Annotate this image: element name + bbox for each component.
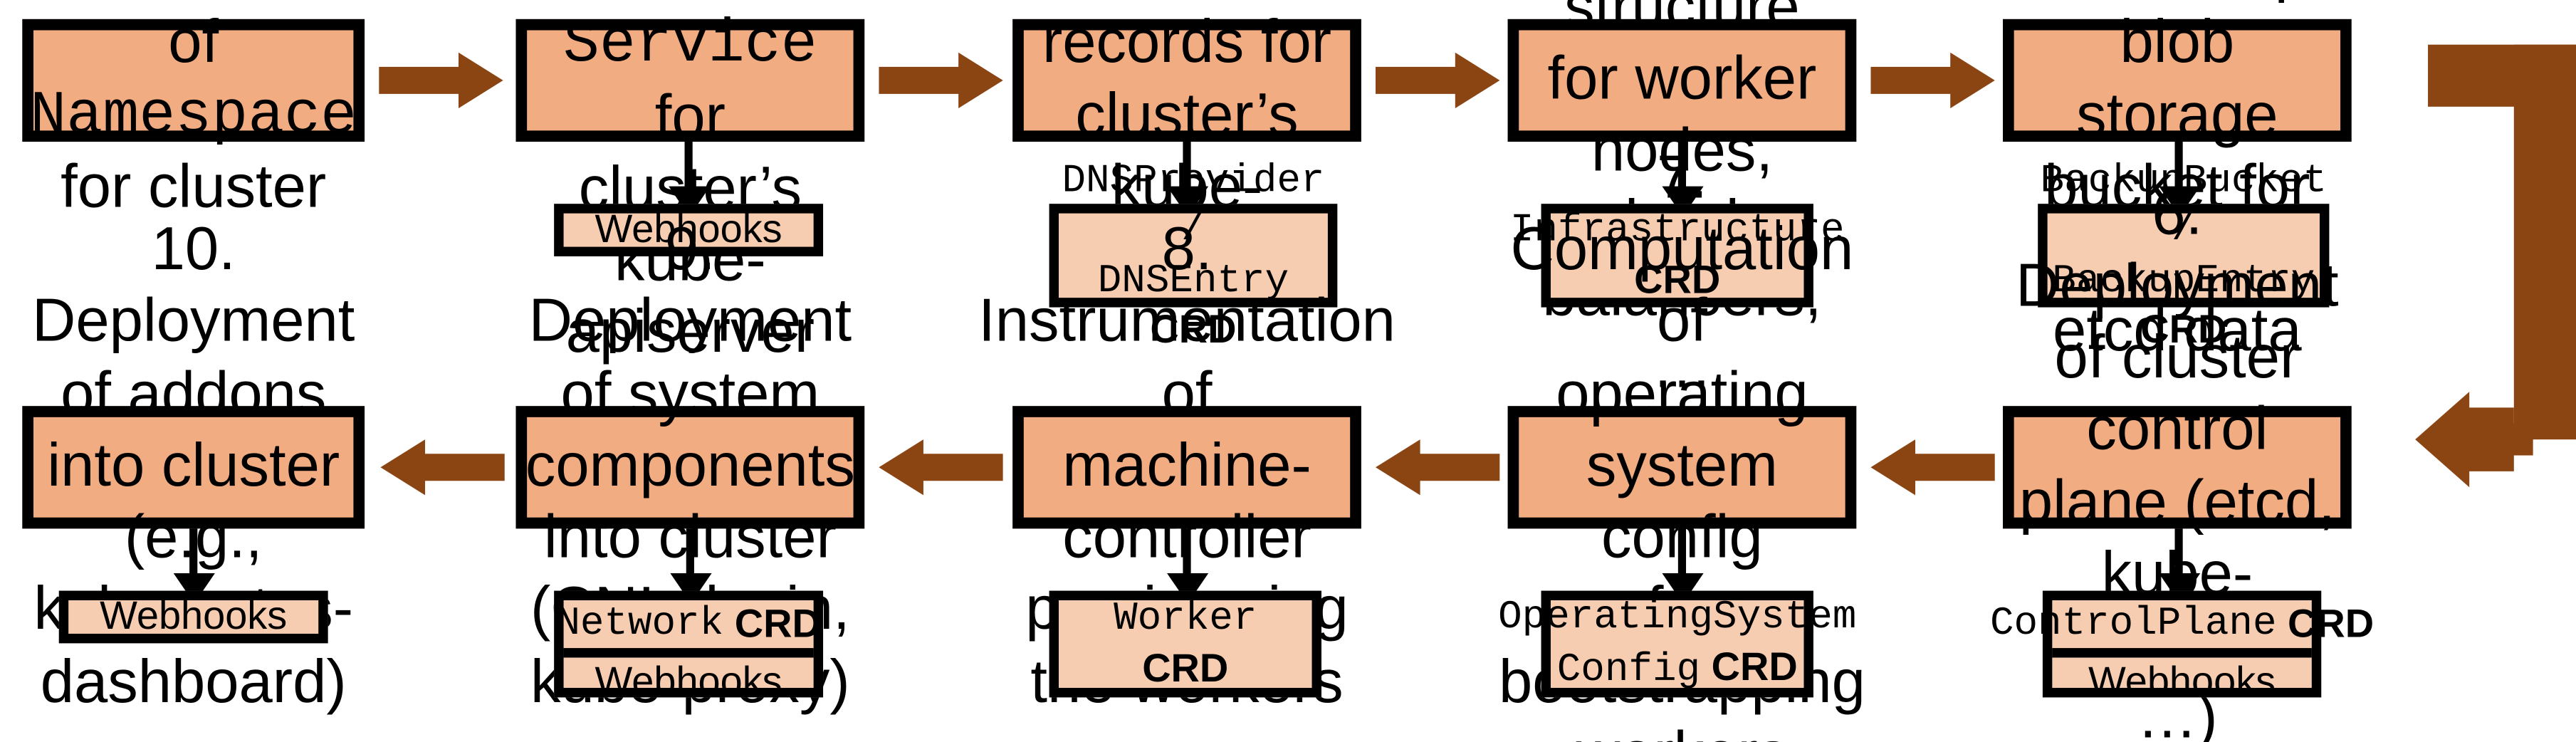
connector-step2-webhooks	[684, 142, 693, 194]
step-6-line-1: 6. Deployment of cluster	[2016, 181, 2339, 392]
step-box-5[interactable]: 5. Preparation of backup blob storage bu…	[2003, 0, 2352, 365]
connector-step9-network-crd	[686, 528, 694, 582]
step-1-line-3: for cluster	[61, 154, 327, 221]
backup-crd-suffix: CRD	[2140, 307, 2227, 352]
dns-crd-line-1: DNSProvider /	[1062, 157, 1325, 252]
artifact-backup-crd[interactable]: BackupBucket / BackupEntry CRD	[2038, 157, 2330, 352]
arrow-step9-to-step10	[380, 439, 505, 496]
backup-crd-line-1: BackupBucket /	[2040, 157, 2328, 252]
artifact-osc-crd[interactable]: OperatingSystem Config CRD	[1498, 590, 1856, 698]
connector-step4-infrastructure-crd	[1677, 142, 1687, 194]
arrow-step4-to-step5	[1870, 52, 1995, 109]
arrow-step2-to-step3	[879, 52, 1003, 109]
network-crd-cell[interactable]: Network CRD	[556, 600, 821, 648]
artifact-webhooks-step2[interactable]: Webhooks	[554, 204, 824, 257]
step-8-line-1: 8. Instrumentation of	[978, 216, 1396, 428]
step-2-line-2-post: for	[654, 83, 726, 151]
infrastructure-crd-suffix: CRD	[1634, 257, 1721, 302]
step-1-line-2: Namespace	[30, 82, 357, 151]
arrow-step3-to-step4	[1375, 52, 1500, 109]
controlplane-crd-cell[interactable]: ControlPlane CRD	[1990, 600, 2374, 648]
connector-step8-worker-crd	[1183, 528, 1191, 582]
step-10-line-2: into cluster (e.g.,	[47, 432, 340, 572]
dns-crd-line-2: DNSEntry CRD	[1062, 254, 1324, 355]
artifact-dns-crd[interactable]: DNSProvider / DNSEntry CRD	[1049, 157, 1338, 352]
connector-step3-dns-crd	[1183, 142, 1191, 194]
step-10-line-1: 10. Deployment of addons	[32, 216, 355, 428]
artifact-stack-step6[interactable]: ControlPlane CRD Webhooks	[1990, 590, 2374, 704]
artifact-infrastructure-crd[interactable]: Infrastructure CRD	[1510, 204, 1845, 308]
artifact-worker-crd[interactable]: Worker CRD	[1049, 590, 1321, 698]
arrow-step6-to-step7	[1870, 439, 1995, 496]
network-crd-suffix: CRD	[734, 602, 821, 647]
step-box-8[interactable]: 8. Instrumentation of machine-controller…	[978, 217, 1396, 716]
step-box-2[interactable]: 2. Creation of load balancer Service for…	[515, 0, 865, 367]
controlplane-crd-name: ControlPlane	[1989, 600, 2277, 647]
backup-crd-line-2: BackupEntry CRD	[2041, 254, 2328, 355]
osc-crd-config-token: Config	[1556, 645, 1701, 692]
step-6-line-2: control plane (etcd,	[2019, 397, 2335, 536]
step-box-10[interactable]: 10. Deployment of addons into cluster (e…	[22, 217, 365, 716]
osc-crd-line-2: Config CRD	[1498, 642, 1856, 694]
connector-step7-osc-crd	[1677, 528, 1687, 582]
webhooks-label-2: Webhooks	[595, 207, 782, 252]
arrow-step5-to-step6-elbow	[2367, 44, 2576, 506]
webhooks-cell-step6[interactable]: Webhooks	[2052, 648, 2312, 705]
osc-crd-line-1: OperatingSystem	[1498, 594, 1857, 640]
artifact-webhooks-step10[interactable]: Webhooks	[58, 590, 328, 644]
arrow-step8-to-step9	[879, 439, 1003, 496]
webhooks-label-6: Webhooks	[2088, 659, 2276, 704]
step-box-9[interactable]: 9. Deployment of system components into …	[515, 217, 865, 716]
step-4-line-2: structure for worker	[1547, 0, 1817, 113]
worker-crd-suffix: CRD	[1142, 645, 1229, 691]
step-7-line-1: 7. Computation of	[1510, 145, 1854, 356]
worker-crd-name: Worker	[1114, 595, 1257, 642]
step-3-line-2: records for cluster’s	[1042, 10, 1332, 150]
step-1-line-1: 1. Creation of	[46, 0, 342, 77]
step-box-7[interactable]: 7. Computation of operating system confi…	[1499, 145, 1865, 742]
webhooks-cell-step9[interactable]: Webhooks	[563, 648, 814, 705]
step-box-4[interactable]: 4. Preparation of infra- structure for w…	[1507, 0, 1857, 401]
connector-step5-backup-crd	[2174, 142, 2183, 194]
backup-crd-entry-token: BackupEntry	[2052, 257, 2315, 303]
arrow-step7-to-step8	[1375, 439, 1500, 496]
connector-step6-controlplane-crd	[2174, 528, 2183, 582]
arrow-step1-to-step2	[379, 52, 503, 109]
controlplane-crd-suffix: CRD	[2288, 602, 2375, 647]
webhooks-label-10: Webhooks	[100, 594, 288, 639]
connector-step10-webhooks	[189, 528, 198, 582]
step-2-service-token: Service	[562, 11, 817, 80]
step-box-6[interactable]: 6. Deployment of cluster control plane (…	[2003, 181, 2352, 742]
artifact-stack-step9[interactable]: Network CRD Webhooks	[554, 590, 824, 704]
step-2-line-2: balancer Service for	[540, 0, 841, 154]
step-3-line-1: 3. Creation of DNS	[1037, 0, 1338, 9]
step-9-line-1: 9. Deployment of system	[528, 216, 852, 428]
step-8-line-2: machine-controller	[1062, 432, 1311, 572]
dns-crd-suffix: CRD	[1150, 307, 1237, 352]
webhooks-label-9: Webhooks	[595, 659, 782, 704]
network-crd-name: Network	[556, 600, 724, 647]
dns-crd-entry-token: DNSEntry	[1097, 257, 1289, 303]
osc-crd-suffix: CRD	[1711, 644, 1798, 689]
step-5-line-1: 5. Preparation of backup	[2021, 0, 2333, 9]
step-box-3[interactable]: 3. Creation of DNS records for cluster’s…	[1012, 0, 1361, 293]
step-box-1[interactable]: 1. Creation of Namespace for cluster	[22, 0, 365, 221]
infrastructure-crd-name: Infrastructure	[1509, 207, 1845, 254]
step-2-line-2-pre: balancer	[574, 0, 806, 4]
